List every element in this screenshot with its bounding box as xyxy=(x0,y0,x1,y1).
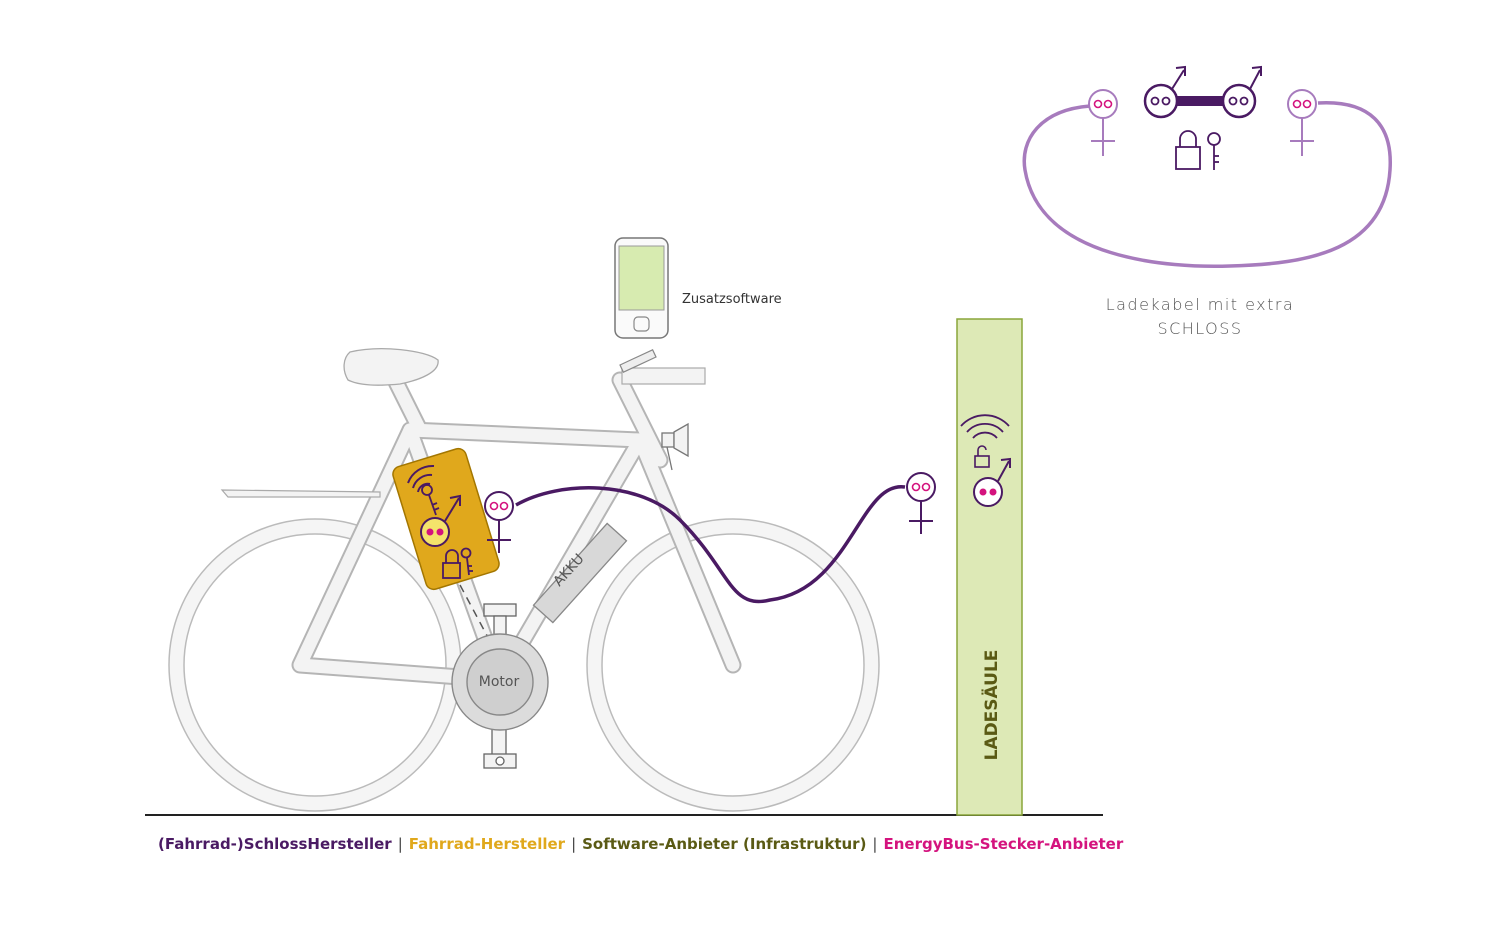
female-plug-left xyxy=(484,491,514,553)
motor: Motor xyxy=(451,633,549,731)
cable-lock-label-line2: SCHLOSS xyxy=(1157,319,1243,338)
legend-item-lock-maker: (Fahrrad-)SchlossHersteller xyxy=(158,835,392,853)
station-label: LADESÄULE xyxy=(980,650,1002,761)
legend-separator: | xyxy=(397,835,403,853)
small-key-icon xyxy=(460,547,473,576)
female-plug-right xyxy=(906,472,936,534)
legend: (Fahrrad-)SchlossHersteller | Fahrrad-Hers… xyxy=(158,835,1123,853)
software-label: Zusatzsoftware xyxy=(682,292,782,307)
bike-lock-box xyxy=(392,447,500,591)
cable-lock-label-line1: Ladekabel mit extra xyxy=(1105,295,1295,314)
padlock-icon xyxy=(442,549,461,579)
lock-female-plug-right xyxy=(1287,89,1317,156)
legend-item-bike-maker: Fahrrad-Hersteller xyxy=(408,835,566,853)
station-padlock-icon xyxy=(974,445,990,468)
station-male-plug-icon xyxy=(973,457,1011,507)
key-icon xyxy=(421,484,440,516)
motor-label: Motor xyxy=(479,674,520,690)
rear-rack xyxy=(220,489,381,498)
double-male-connector xyxy=(1143,65,1262,119)
saddle xyxy=(343,348,439,386)
male-plug-icon xyxy=(420,494,461,547)
lock-cable-loop xyxy=(1022,101,1392,268)
wifi-icon xyxy=(407,464,435,493)
legend-separator: | xyxy=(872,835,878,853)
legend-item-software: Software-Anbieter (Infrastruktur) xyxy=(582,835,867,853)
handlebar xyxy=(621,367,706,385)
charging-station: LADESÄULE xyxy=(956,318,1023,816)
bicycle: AKKU Motor xyxy=(168,348,880,812)
legend-separator: | xyxy=(571,835,577,853)
smartphone-icon xyxy=(614,237,669,339)
station-wifi-icon xyxy=(960,414,1010,439)
charging-cable xyxy=(515,485,906,604)
legend-item-plug-maker: EnergyBus-Stecker-Anbieter xyxy=(883,835,1124,853)
lock-female-plug-left xyxy=(1088,89,1118,156)
headlamp xyxy=(661,422,689,471)
cable-lock-illustration xyxy=(1022,65,1392,268)
cable-padlock-icon xyxy=(1175,130,1201,170)
cable-lock-label: Ladekabel mit extra SCHLOSS xyxy=(1080,293,1320,341)
cable-key-icon xyxy=(1207,132,1221,170)
phone-mount xyxy=(619,348,657,374)
